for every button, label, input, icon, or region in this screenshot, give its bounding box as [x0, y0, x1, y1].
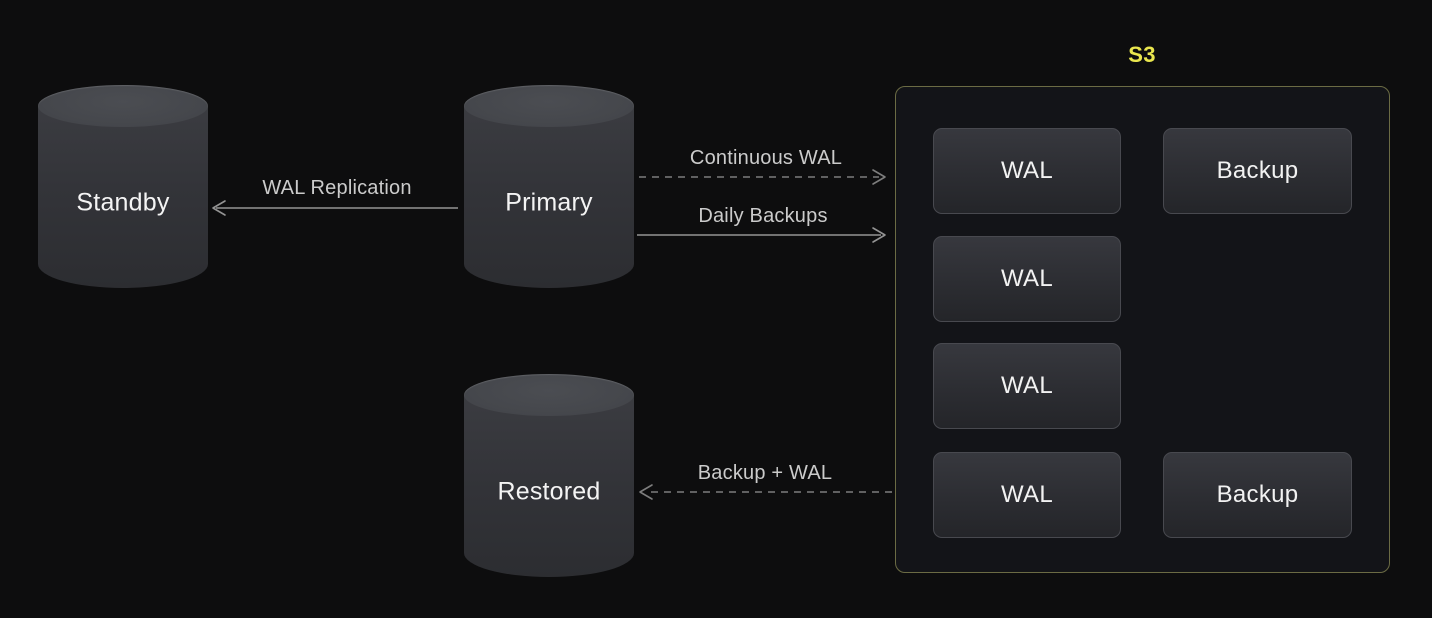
- wal-box: WAL: [933, 452, 1121, 538]
- standby-label: Standby: [76, 188, 170, 217]
- primary-database-cylinder: Primary: [464, 85, 634, 288]
- s3-title: S3: [1128, 42, 1156, 67]
- s3-container: WAL Backup WAL WAL WAL Backup: [895, 86, 1390, 573]
- wal-replication-arrow: [212, 200, 458, 216]
- wal-box: WAL: [933, 236, 1121, 322]
- daily-backups-label: Daily Backups: [698, 205, 828, 227]
- wal-replication-label: WAL Replication: [262, 177, 412, 199]
- continuous-wal-label: Continuous WAL: [689, 147, 843, 169]
- cylinder-body: [464, 395, 634, 577]
- standby-database-cylinder: Standby: [38, 85, 208, 288]
- backup-box: Backup: [1163, 128, 1352, 214]
- primary-label: Primary: [505, 188, 593, 217]
- wal-box: WAL: [933, 128, 1121, 214]
- cylinder-top-ellipse: [38, 85, 208, 127]
- cylinder-body: [38, 106, 208, 288]
- restored-database-cylinder: Restored: [464, 374, 634, 577]
- restored-label: Restored: [497, 477, 601, 506]
- backup-box: Backup: [1163, 452, 1352, 538]
- continuous-wal-arrow: [639, 169, 886, 185]
- daily-backups-arrow: [637, 227, 886, 243]
- cylinder-top-ellipse: [464, 374, 634, 416]
- cylinder-body: [464, 106, 634, 288]
- cylinder-top-ellipse: [464, 85, 634, 127]
- backup-plus-wal-label: Backup + WAL: [697, 462, 833, 484]
- wal-box: WAL: [933, 343, 1121, 429]
- backup-plus-wal-arrow: [639, 484, 892, 500]
